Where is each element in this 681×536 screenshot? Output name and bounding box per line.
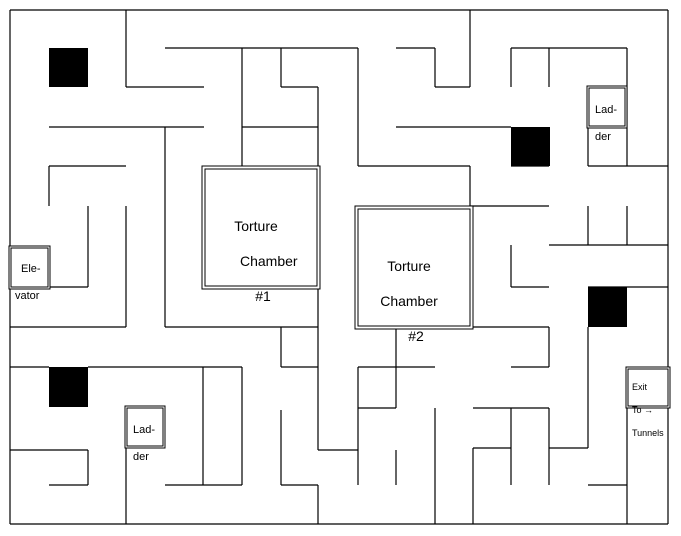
exit-line2: To → xyxy=(632,405,654,416)
elevator-label: Ele- vator xyxy=(15,249,41,318)
ladder-bottom-line2: der xyxy=(133,451,149,464)
exit-label: Exit To → Tunnels xyxy=(632,370,664,452)
elevator-line2: vator xyxy=(15,290,40,303)
torture-chamber-1-line1: Torture xyxy=(234,217,278,234)
elevator-box xyxy=(8,245,51,290)
ladder-top-box xyxy=(586,85,628,129)
elevator-line1: Ele- xyxy=(21,262,41,275)
ladder-top-line2: der xyxy=(595,131,611,144)
torture-chamber-1-label: Torture Chamber #1 xyxy=(216,200,298,323)
torture-chamber-2-line3: #2 xyxy=(408,327,424,344)
ladder-bottom-line1: Lad- xyxy=(133,423,156,436)
ladder-top-line1: Lad- xyxy=(595,103,618,116)
torture-chamber-2-label: Torture Chamber #2 xyxy=(369,240,449,363)
exit-line3: Tunnels xyxy=(632,428,664,439)
ladder-bottom-box xyxy=(124,405,166,449)
torture-chamber-1-line3: #1 xyxy=(255,287,271,304)
torture-chamber-2-room xyxy=(354,205,474,330)
exit-line1: Exit xyxy=(632,381,648,392)
torture-chamber-1-line2: Chamber xyxy=(240,252,298,269)
torture-chamber-2-line2: Chamber xyxy=(380,292,438,309)
torture-chamber-2-line1: Torture xyxy=(387,257,431,274)
pit-square-4 xyxy=(49,367,88,407)
exit-box xyxy=(625,366,671,409)
pit-square-2 xyxy=(511,127,550,166)
pit-square-3 xyxy=(588,287,627,327)
pit-square-1 xyxy=(49,48,88,87)
ladder-top-label: Lad- der xyxy=(595,90,617,159)
torture-chamber-1-room xyxy=(201,165,321,290)
maze-walls xyxy=(9,9,669,525)
ladder-bottom-label: Lad- der xyxy=(133,410,155,479)
